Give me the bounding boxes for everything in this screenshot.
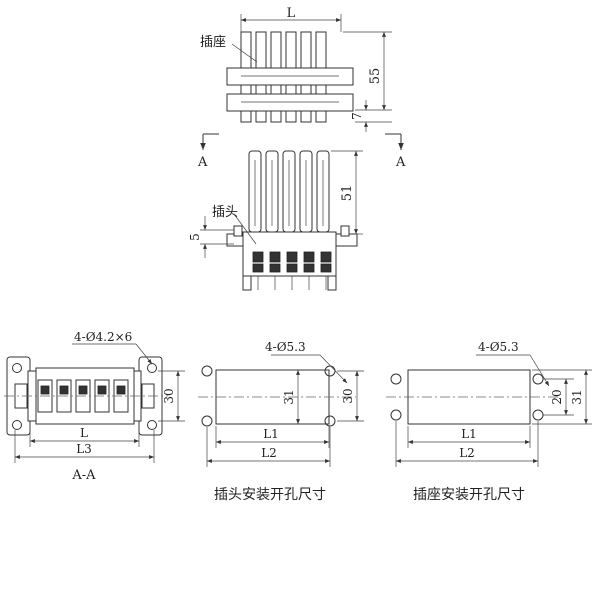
plug-callout: 插头 <box>212 205 257 245</box>
dim-plug-cutout-l2-label: L2 <box>261 446 277 460</box>
dim-socket-cutout-l2-label: L2 <box>459 446 475 460</box>
socket-cutout-view <box>386 369 560 425</box>
dim-plug-cutout-l1-label: L1 <box>263 427 279 441</box>
dim-offset: 5 <box>188 216 234 258</box>
dim-top-height: 55 <box>343 31 392 111</box>
dim-offset-label: 5 <box>188 233 202 241</box>
dim-top-height-label: 55 <box>368 68 383 85</box>
socket-cutout-caption: 插座安装开孔尺寸 <box>413 487 525 503</box>
dim-plug-cutout-inner-label: 31 <box>282 389 296 404</box>
dim-socket-hole-spacing-label: 20 <box>550 389 564 404</box>
dim-section-l: L <box>29 424 140 447</box>
plug-side-view <box>226 150 358 291</box>
section-mark-left-label: A <box>197 155 208 170</box>
section-mark-right: A <box>385 133 406 170</box>
socket-label: 插座 <box>200 35 226 50</box>
section-title: A-A <box>71 468 96 483</box>
dim-section-l3-label: L3 <box>76 442 92 456</box>
dim-pin-length: 51 <box>331 150 363 235</box>
section-mark-left: A <box>197 133 219 170</box>
dim-top-width: L <box>240 6 342 32</box>
dim-plug-cutout-outer-label: 30 <box>341 388 355 403</box>
section-holes-callout: 4-Ø4.2×6 <box>72 330 153 365</box>
socket-cutout-holes-callout: 4-Ø5.3 <box>476 340 550 387</box>
plug-cutout-holes-label: 4-Ø5.3 <box>265 340 306 354</box>
socket-callout: 插座 <box>200 35 258 63</box>
dim-plug-cutout-outer: 30 <box>337 370 364 422</box>
plug-pins <box>248 150 330 233</box>
dim-socket-cutout-height-label: 31 <box>570 389 584 404</box>
section-a-a-view <box>4 356 168 436</box>
plug-label: 插头 <box>212 205 238 220</box>
dim-section-l-label: L <box>80 426 88 440</box>
socket-cutout-holes-label: 4-Ø5.3 <box>478 340 519 354</box>
plug-cutout-caption: 插头安装开孔尺寸 <box>214 487 326 503</box>
dim-top-width-label: L <box>287 6 296 21</box>
section-holes-label: 4-Ø4.2×6 <box>74 330 132 344</box>
socket-upper-bar <box>226 67 354 86</box>
dim-plug-cutout-inner: 31 <box>282 370 300 424</box>
dim-plug-cutout-l2: L2 <box>206 427 331 467</box>
dim-section-l3: L3 <box>14 430 155 463</box>
dim-top-gap-label: 7 <box>350 112 364 120</box>
dim-socket-cutout-l2: L2 <box>395 421 539 467</box>
dim-pin-length-label: 51 <box>340 185 355 202</box>
dim-socket-hole-spacing: 20 <box>543 378 574 416</box>
socket-top-view <box>226 31 354 123</box>
dim-socket-cutout-l1: L1 <box>407 426 531 448</box>
dim-section-height: 30 <box>158 370 185 422</box>
dim-plug-cutout-l1: L1 <box>215 426 330 448</box>
section-mark-right-label: A <box>395 155 406 170</box>
dim-socket-cutout-height: 31 <box>532 369 592 425</box>
dim-section-height-label: 30 <box>162 388 176 403</box>
dim-top-gap: 7 <box>350 100 392 132</box>
dim-socket-cutout-l1-label: L1 <box>461 427 477 441</box>
plug-terminals <box>252 251 332 273</box>
plug-cutout-holes-callout: 4-Ø5.3 <box>265 340 348 384</box>
plug-cutout-view <box>198 365 356 427</box>
socket-lower-bar <box>226 93 354 112</box>
